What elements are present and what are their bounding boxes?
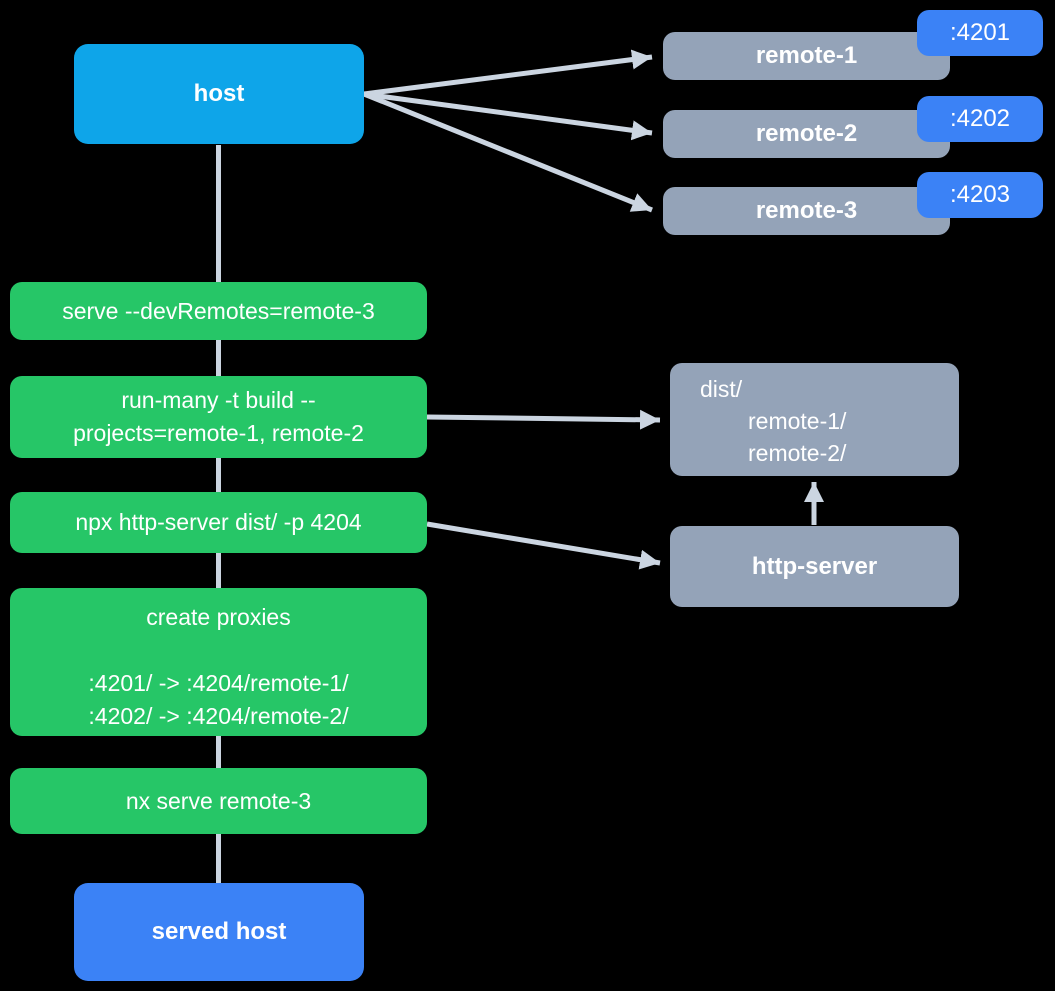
port-4202-label: :4202: [949, 105, 1011, 132]
port-4201-label: :4201: [949, 19, 1011, 46]
step-nx-serve-remote-3: nx serve remote-3: [10, 768, 427, 834]
remote-3-node: remote-3: [663, 187, 950, 235]
remote-2-node: remote-2: [663, 110, 950, 158]
dist-remote-2-label: remote-2/: [748, 440, 847, 466]
remote-3-label: remote-3: [755, 197, 858, 224]
proxy-mapping-2: :4202/ -> :4204/remote-2/: [88, 703, 349, 729]
step-create-proxies-title: create proxies: [146, 604, 291, 630]
dist-folder-node: dist/ remote-1/ remote-2/: [670, 363, 959, 476]
port-4203-label: :4203: [949, 181, 1011, 208]
arrow-npx-to-http-server: [426, 521, 661, 570]
http-server-node: http-server: [670, 526, 959, 607]
dist-root-label: dist/: [700, 376, 743, 402]
arrow-build-to-dist: [426, 409, 661, 430]
step-npx-http-server-label: npx http-server dist/ -p 4204: [75, 509, 362, 535]
arrow-host-to-remote-3: [363, 91, 653, 213]
step-serve-dev-remotes-label: serve --devRemotes=remote-3: [62, 297, 375, 324]
step-run-many-build-line-2: projects=remote-1, remote-2: [73, 420, 364, 446]
dist-remote-1-label: remote-1/: [748, 408, 847, 434]
step-run-many-build: run-many -t build -- projects=remote-1, …: [10, 376, 427, 458]
host-label: host: [193, 80, 245, 107]
step-create-proxies: create proxies :4201/ -> :4204/remote-1/…: [10, 588, 427, 736]
arrow-host-to-remote-1: [363, 49, 653, 97]
proxy-mapping-1: :4201/ -> :4204/remote-1/: [88, 670, 349, 696]
served-host-node: served host: [74, 883, 364, 981]
step-nx-serve-remote-3-label: nx serve remote-3: [125, 787, 312, 814]
step-npx-http-server: npx http-server dist/ -p 4204: [10, 492, 427, 553]
remote-2-label: remote-2: [755, 120, 858, 147]
http-server-label: http-server: [751, 552, 878, 580]
step-run-many-build-line-1: run-many -t build --: [121, 387, 316, 413]
host-node: host: [74, 44, 364, 144]
remote-1-label: remote-1: [755, 42, 858, 69]
port-badge-4202: :4202: [917, 96, 1043, 142]
arrow-host-to-remote-2: [363, 91, 653, 141]
port-badge-4201: :4201: [917, 10, 1043, 56]
served-host-label: served host: [151, 918, 287, 945]
remote-1-node: remote-1: [663, 32, 950, 80]
step-serve-dev-remotes: serve --devRemotes=remote-3: [10, 282, 427, 340]
port-badge-4203: :4203: [917, 172, 1043, 218]
